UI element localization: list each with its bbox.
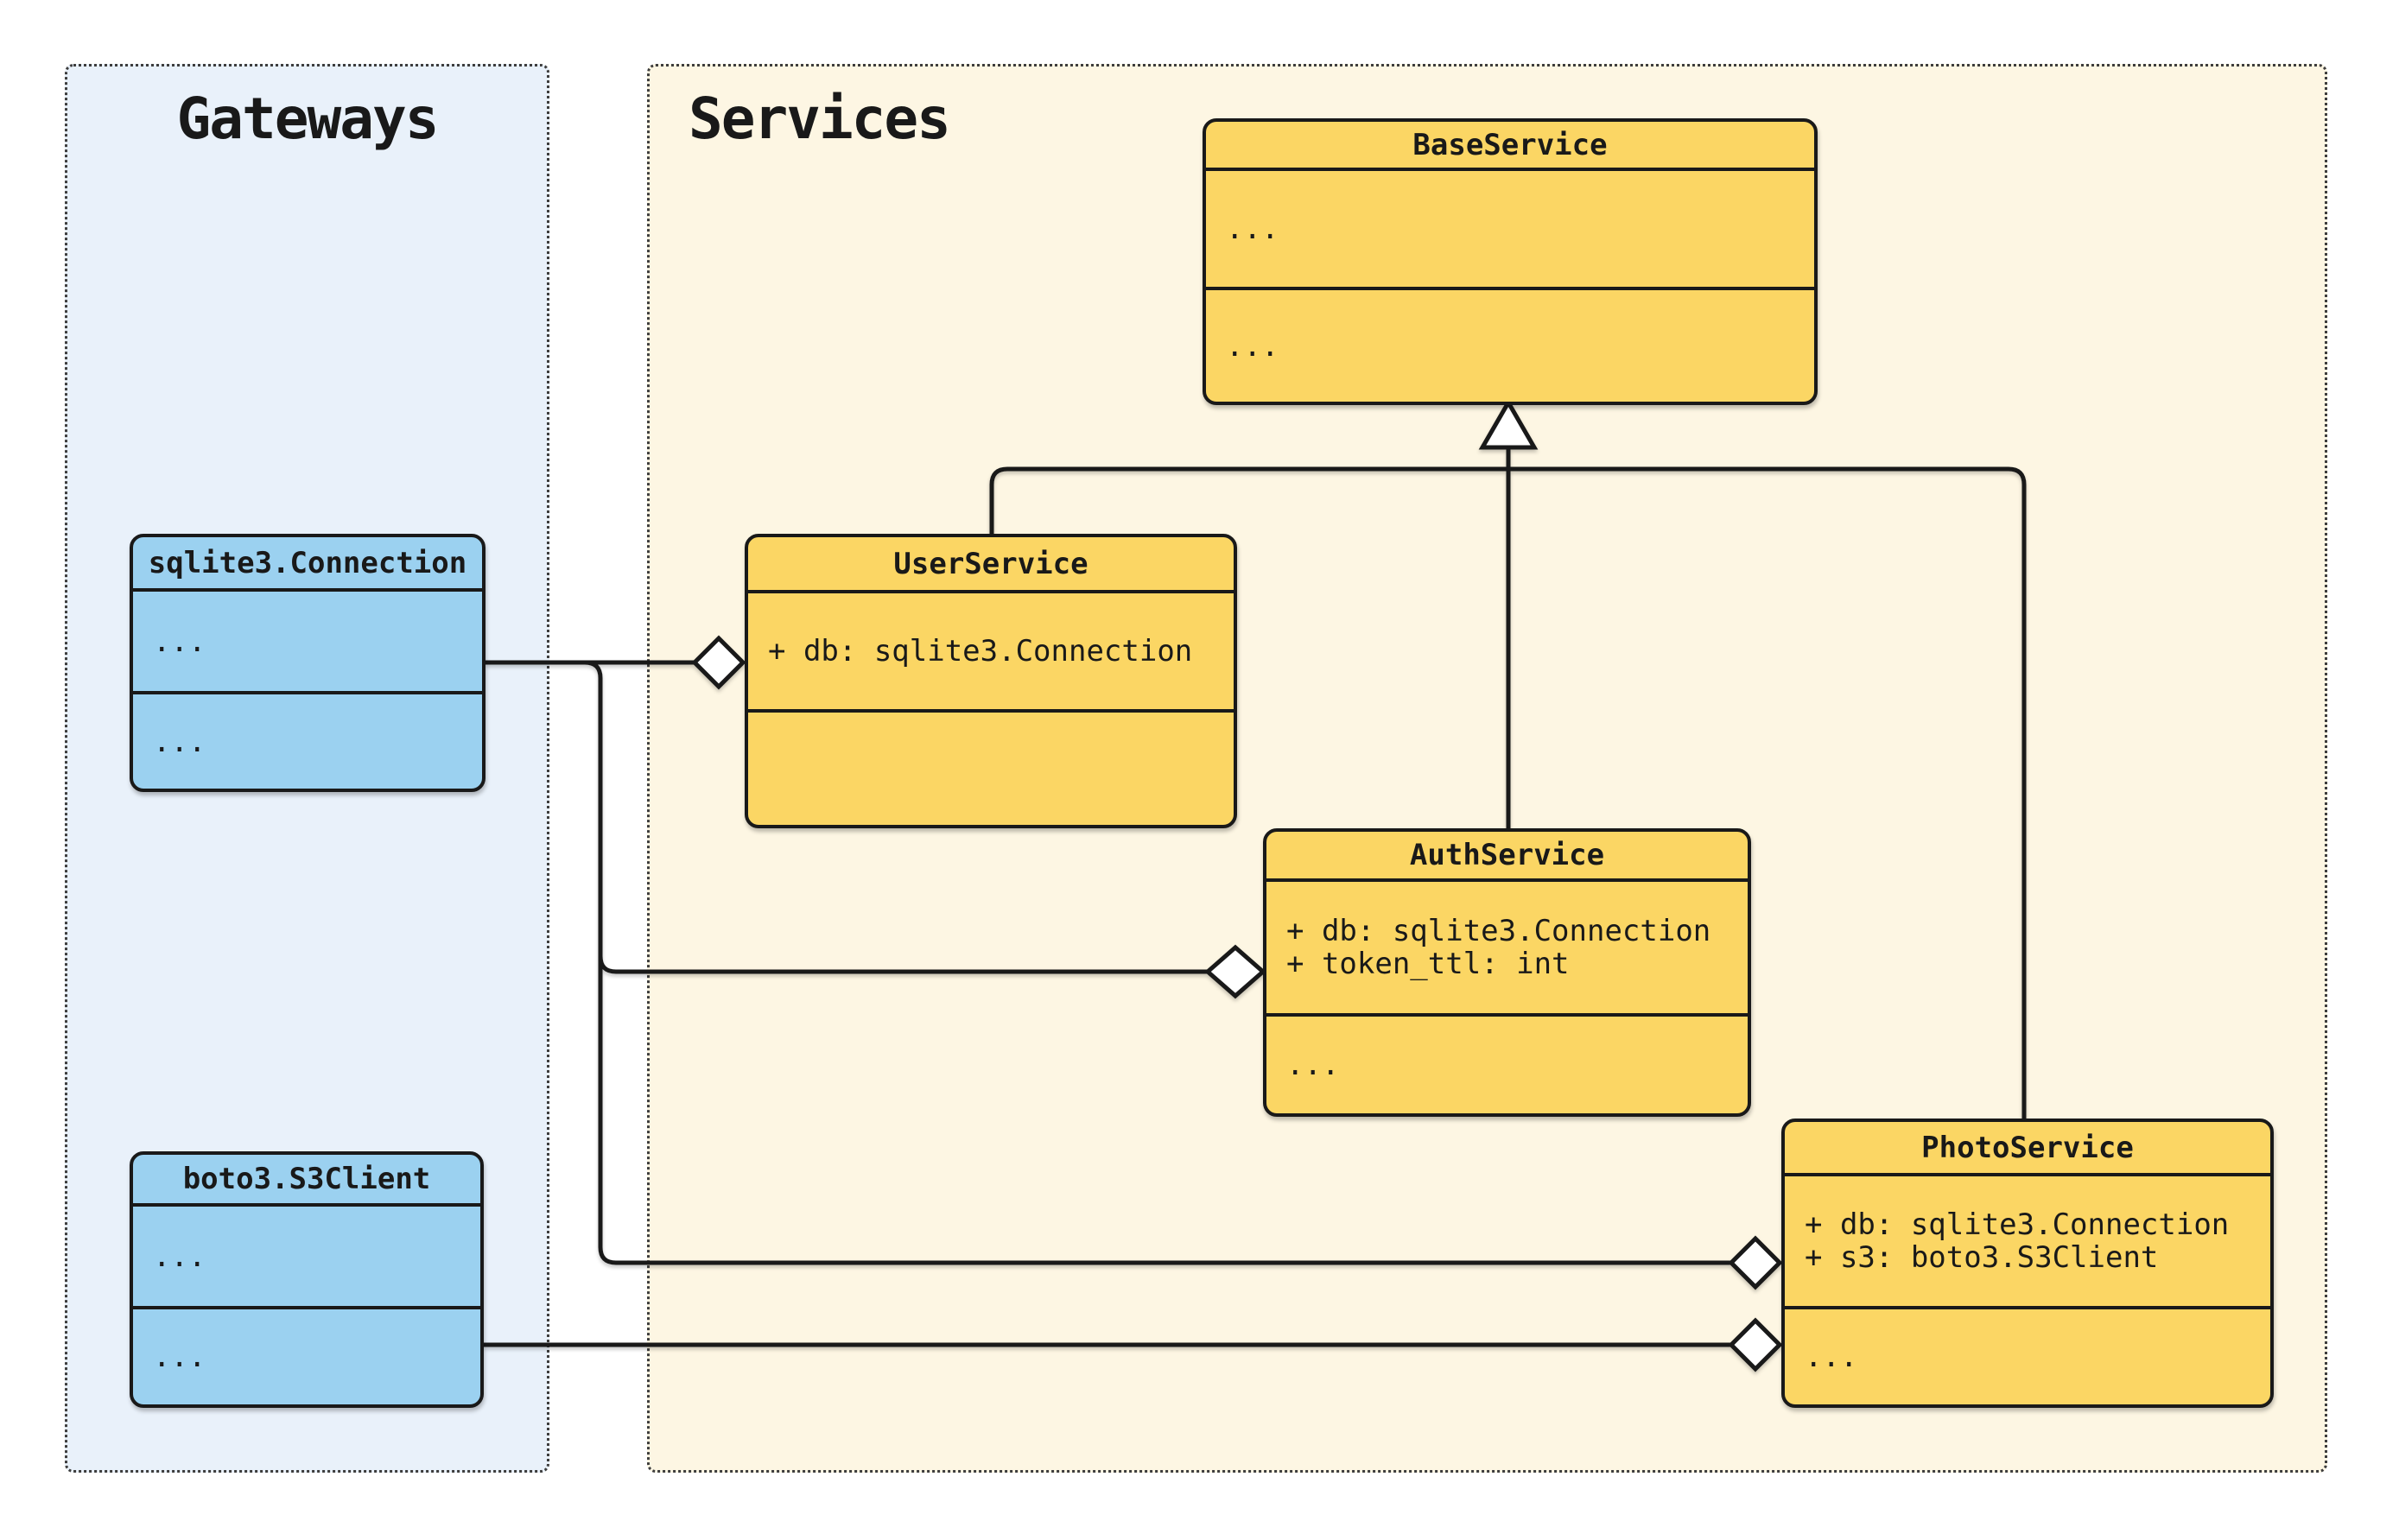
class-methods-authservice: ... bbox=[1266, 1013, 1748, 1113]
aggregation-diamond-authservice-icon bbox=[1204, 944, 1266, 999]
method-line: ... bbox=[153, 1340, 206, 1374]
method-line: ... bbox=[1286, 1048, 1340, 1082]
class-node-baseservice: BaseService ... ... bbox=[1203, 118, 1818, 405]
attribute-line: ... bbox=[1226, 212, 1279, 246]
method-line: ... bbox=[1226, 328, 1279, 364]
aggregation-edge-sqlite3-authservice bbox=[598, 955, 1208, 974]
class-methods-photoservice: ... bbox=[1785, 1306, 2270, 1404]
class-name-photoservice: PhotoService bbox=[1921, 1130, 2134, 1165]
class-name-sqlite3-connection: sqlite3.Connection bbox=[148, 545, 467, 580]
class-attributes-photoservice: + db: sqlite3.Connection + s3: boto3.S3C… bbox=[1785, 1173, 2270, 1306]
class-attributes-baseservice: ... bbox=[1206, 168, 1814, 287]
attribute-line: + db: sqlite3.Connection bbox=[1805, 1207, 2230, 1242]
class-methods-baseservice: ... bbox=[1206, 287, 1814, 402]
class-node-userservice: UserService + db: sqlite3.Connection bbox=[745, 534, 1237, 828]
attribute-line: + db: sqlite3.Connection bbox=[1286, 914, 1711, 948]
attribute-line: + db: sqlite3.Connection bbox=[768, 634, 1193, 669]
gateways-panel-title: Gateways bbox=[176, 86, 440, 152]
method-line: ... bbox=[1805, 1340, 1858, 1374]
class-attributes-userservice: + db: sqlite3.Connection bbox=[748, 590, 1234, 709]
class-methods-boto3-s3client: ... bbox=[133, 1306, 480, 1404]
class-attributes-authservice: + db: sqlite3.Connection + token_ttl: in… bbox=[1266, 878, 1748, 1013]
aggregation-diamond-photoservice-db-icon bbox=[1728, 1235, 1783, 1290]
services-panel-title: Services bbox=[689, 86, 951, 152]
class-attributes-sqlite3-connection: ... bbox=[133, 588, 482, 691]
class-methods-userservice bbox=[748, 709, 1234, 825]
class-node-photoservice: PhotoService + db: sqlite3.Connection + … bbox=[1781, 1119, 2274, 1408]
attribute-line: ... bbox=[153, 624, 206, 659]
class-node-boto3-s3client: boto3.S3Client ... ... bbox=[130, 1151, 484, 1408]
class-name-boto3-s3client: boto3.S3Client bbox=[182, 1162, 431, 1196]
aggregation-diamond-photoservice-s3-icon bbox=[1728, 1317, 1783, 1372]
class-name-userservice: UserService bbox=[893, 546, 1088, 581]
inheritance-triangle-icon bbox=[1478, 397, 1539, 450]
attribute-line: ... bbox=[153, 1239, 206, 1274]
class-name-baseservice: BaseService bbox=[1412, 127, 1608, 162]
method-line: ... bbox=[153, 724, 206, 759]
class-attributes-boto3-s3client: ... bbox=[133, 1203, 480, 1306]
attribute-line: + s3: boto3.S3Client bbox=[1805, 1240, 2159, 1275]
class-name-authservice: AuthService bbox=[1409, 838, 1605, 872]
aggregation-diamond-userservice-icon bbox=[691, 635, 746, 690]
attribute-line: + token_ttl: int bbox=[1286, 947, 1570, 981]
class-methods-sqlite3-connection: ... bbox=[133, 691, 482, 789]
class-node-authservice: AuthService + db: sqlite3.Connection + t… bbox=[1263, 828, 1751, 1117]
class-node-sqlite3-connection: sqlite3.Connection ... ... bbox=[130, 534, 486, 792]
